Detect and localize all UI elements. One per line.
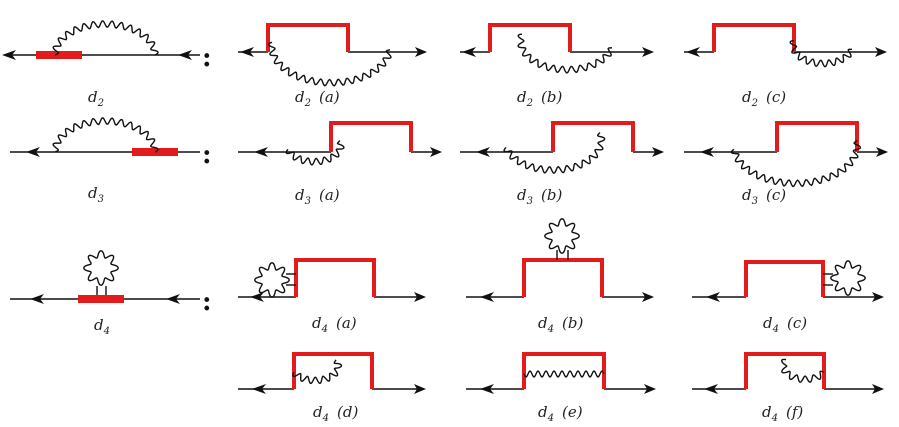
vertex-highlight	[36, 51, 82, 59]
label-d3-c: d3(c)	[742, 186, 786, 207]
diagram-d4-e	[466, 352, 656, 394]
label-d2-b: d2(b)	[517, 88, 562, 109]
label-d4-e: d4(e)	[538, 403, 583, 424]
arrow-icon	[2, 50, 16, 60]
tadpole-loop	[544, 218, 580, 254]
diagram-d4	[10, 250, 200, 304]
arrow-icon	[178, 50, 192, 60]
diagram-d2	[2, 20, 200, 60]
label-d4-c: d4(c)	[763, 314, 807, 335]
diagram-d4-c	[692, 260, 884, 302]
diagram-d3-c	[684, 121, 888, 188]
label-d4-a: d4(a)	[312, 314, 357, 335]
tadpole-loop	[254, 262, 290, 298]
label-d3-a: d3(a)	[295, 186, 340, 207]
label-d3-b: d3(b)	[517, 186, 562, 207]
diagram-d2-c	[684, 23, 887, 68]
photon-loop	[267, 41, 392, 87]
tadpole-loop	[830, 260, 866, 296]
separator-colon: :	[202, 43, 212, 73]
photon-loop	[285, 140, 345, 166]
arrow-icon	[240, 47, 254, 57]
diagram-d2-b	[460, 23, 654, 74]
diagram-d3-b	[460, 121, 664, 175]
tadpole-loop	[83, 250, 119, 286]
diagram-d3	[10, 117, 200, 157]
diagram-d4-f	[692, 352, 884, 394]
arrow-icon	[26, 147, 40, 157]
label-d2-c: d2(c)	[742, 88, 786, 109]
photon-loop	[52, 20, 159, 56]
label-d2-a: d2(a)	[295, 88, 340, 109]
diagram-d4-a	[238, 258, 426, 302]
label-d4-b: d4(b)	[538, 314, 583, 335]
photon-line	[523, 370, 605, 378]
separator-colon: :	[202, 140, 212, 170]
diagram-d4-b	[466, 218, 654, 302]
arrow-icon	[30, 294, 44, 304]
label-d4-d: d4(d)	[313, 403, 358, 424]
vertex-highlight	[78, 295, 124, 303]
separator-colon: :	[202, 287, 212, 317]
arrow-icon	[166, 294, 180, 304]
photon-loop	[781, 358, 825, 383]
photon-loop	[503, 132, 606, 175]
diagram-d3-a	[238, 121, 442, 166]
label-d2: d2	[88, 88, 104, 109]
photon-loop	[789, 39, 853, 68]
label-d4: d4	[94, 316, 110, 337]
diagram-d2-a	[238, 23, 427, 87]
label-d3: d3	[88, 184, 104, 205]
diagram-d4-d	[238, 352, 426, 394]
photon-loop	[730, 140, 862, 188]
photon-loop	[292, 359, 343, 385]
photon-loop	[52, 117, 159, 153]
label-d4-f: d4(f)	[762, 403, 803, 424]
highlight-box	[266, 23, 350, 52]
photon-loop	[517, 33, 613, 74]
